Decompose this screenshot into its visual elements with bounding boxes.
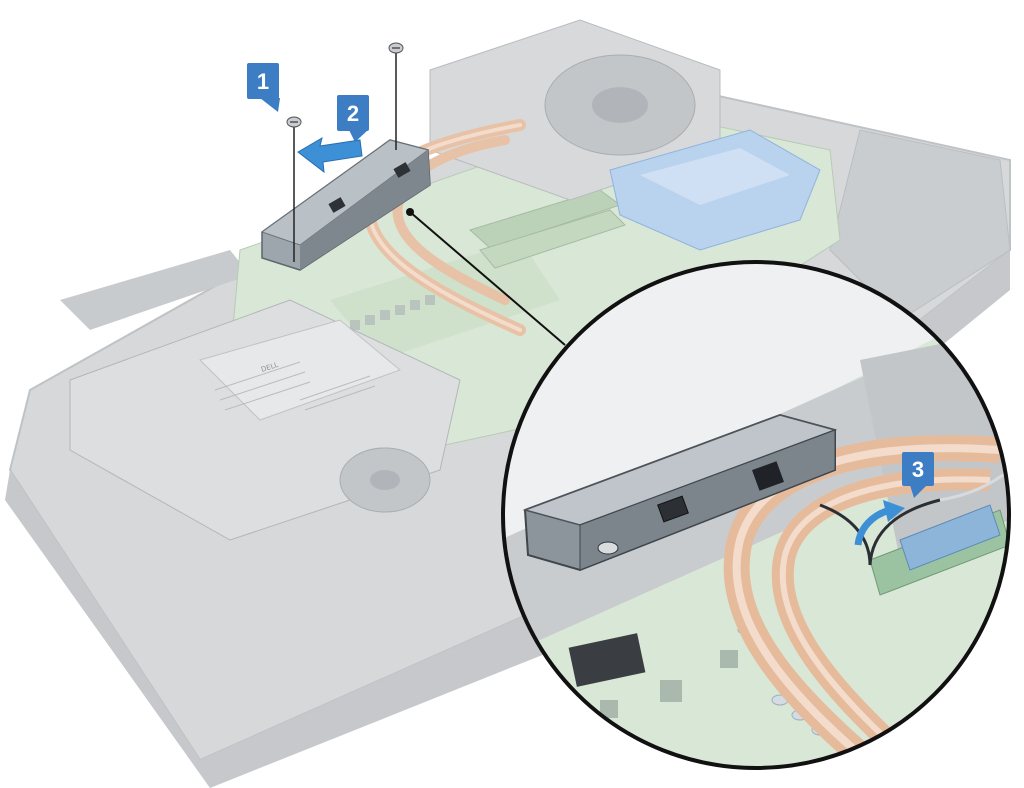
magnified-detail: 3 bbox=[501, 260, 1011, 770]
magnifier-leader-line bbox=[409, 211, 566, 346]
step-1-callout: 1 bbox=[247, 63, 280, 112]
system-fan bbox=[429, 19, 721, 201]
step-2-callout: 2 bbox=[337, 95, 369, 142]
blower-fan bbox=[339, 447, 431, 513]
screw-1 bbox=[286, 116, 302, 262]
slide-arrow bbox=[297, 136, 363, 174]
io-bracket bbox=[260, 139, 431, 271]
step-3-callout: 3 bbox=[902, 452, 934, 498]
hard-drive-bay bbox=[609, 129, 821, 251]
step-2-number: 2 bbox=[347, 101, 359, 126]
magnifier-border bbox=[501, 260, 1011, 770]
step-1-number: 1 bbox=[257, 69, 269, 94]
step-3-number: 3 bbox=[912, 457, 924, 482]
lift-arrow bbox=[854, 500, 905, 546]
screw-2 bbox=[388, 42, 404, 150]
